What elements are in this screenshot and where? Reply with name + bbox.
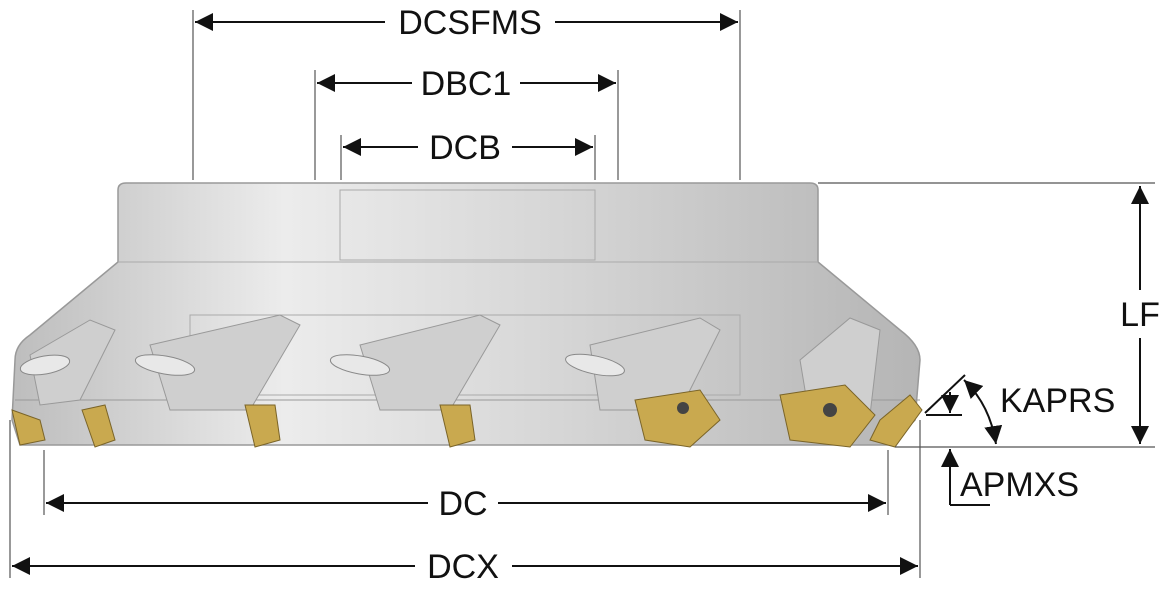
label-dcb: DCB bbox=[429, 129, 501, 167]
label-dc: DC bbox=[438, 485, 487, 523]
extension-lines bbox=[9, 10, 1155, 578]
cutter-body bbox=[11, 182, 923, 448]
label-dbc1: DBC1 bbox=[421, 65, 512, 103]
insert-screws bbox=[677, 402, 837, 417]
dimension-labels: DCSFMS DBC1 DCB LF KAPRS APMXS DC DCX bbox=[398, 4, 1160, 586]
dimension-lines bbox=[12, 13, 1149, 575]
label-dcsfms: DCSFMS bbox=[398, 4, 542, 42]
flutes bbox=[29, 314, 881, 421]
label-lf: LF bbox=[1120, 296, 1160, 334]
label-apmxs: APMXS bbox=[960, 466, 1079, 504]
label-dcx: DCX bbox=[427, 548, 499, 586]
coolant-holes bbox=[19, 353, 625, 377]
label-kaprs: KAPRS bbox=[1000, 382, 1115, 420]
